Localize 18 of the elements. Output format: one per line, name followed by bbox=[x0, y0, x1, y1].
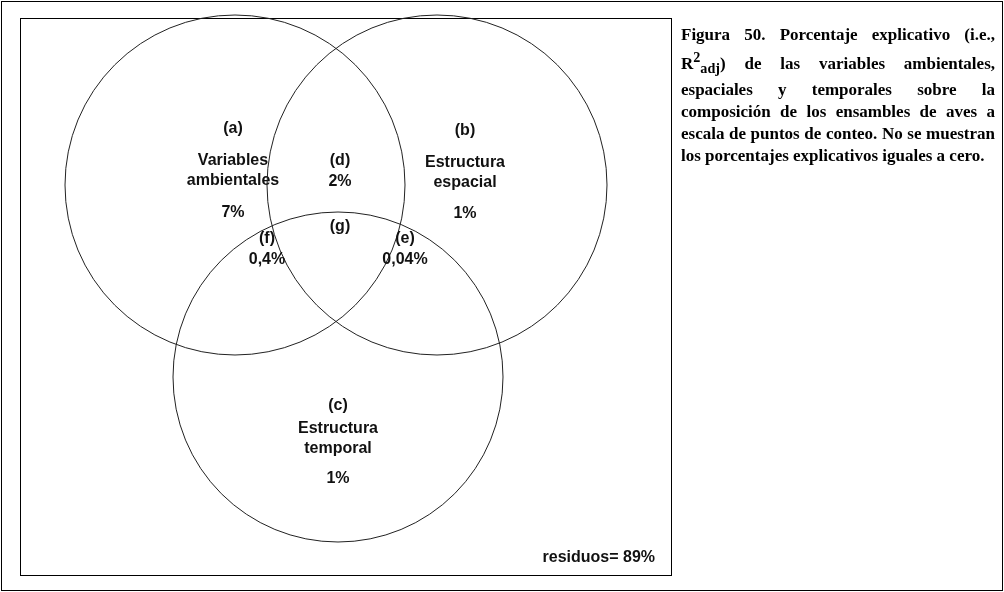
set-label: (c) bbox=[328, 395, 348, 415]
set-label: (a) bbox=[223, 118, 243, 138]
set-name: Estructura espacial bbox=[424, 152, 506, 192]
set-name: Estructura temporal bbox=[297, 418, 379, 458]
percentage-label: 2% bbox=[328, 171, 352, 191]
set-label: (b) bbox=[454, 120, 476, 140]
residual-label: residuos= 89% bbox=[542, 547, 655, 567]
region-label: (g) bbox=[329, 216, 351, 236]
percentage-label: 0,4% bbox=[248, 249, 286, 269]
region-label: (f) bbox=[259, 228, 275, 248]
set-name: Variables ambientales bbox=[185, 150, 281, 190]
percentage-label: 0,04% bbox=[382, 249, 428, 269]
region-label: (d) bbox=[329, 150, 351, 170]
figure-caption: Figura 50. Porcentaje explicativo (i.e., R$^{2}$$_{adj}$) de las variables ambientales, espaciales y temporales sobre la composición de los ensambles de aves a escala de puntos de conteo. No se muestran los porcentajes explicativos iguales a cero. bbox=[681, 24, 995, 168]
percentage-label: 1% bbox=[453, 203, 477, 223]
percentage-label: 1% bbox=[326, 468, 350, 488]
region-label: (e) bbox=[395, 228, 415, 248]
percentage-label: 7% bbox=[221, 202, 245, 222]
